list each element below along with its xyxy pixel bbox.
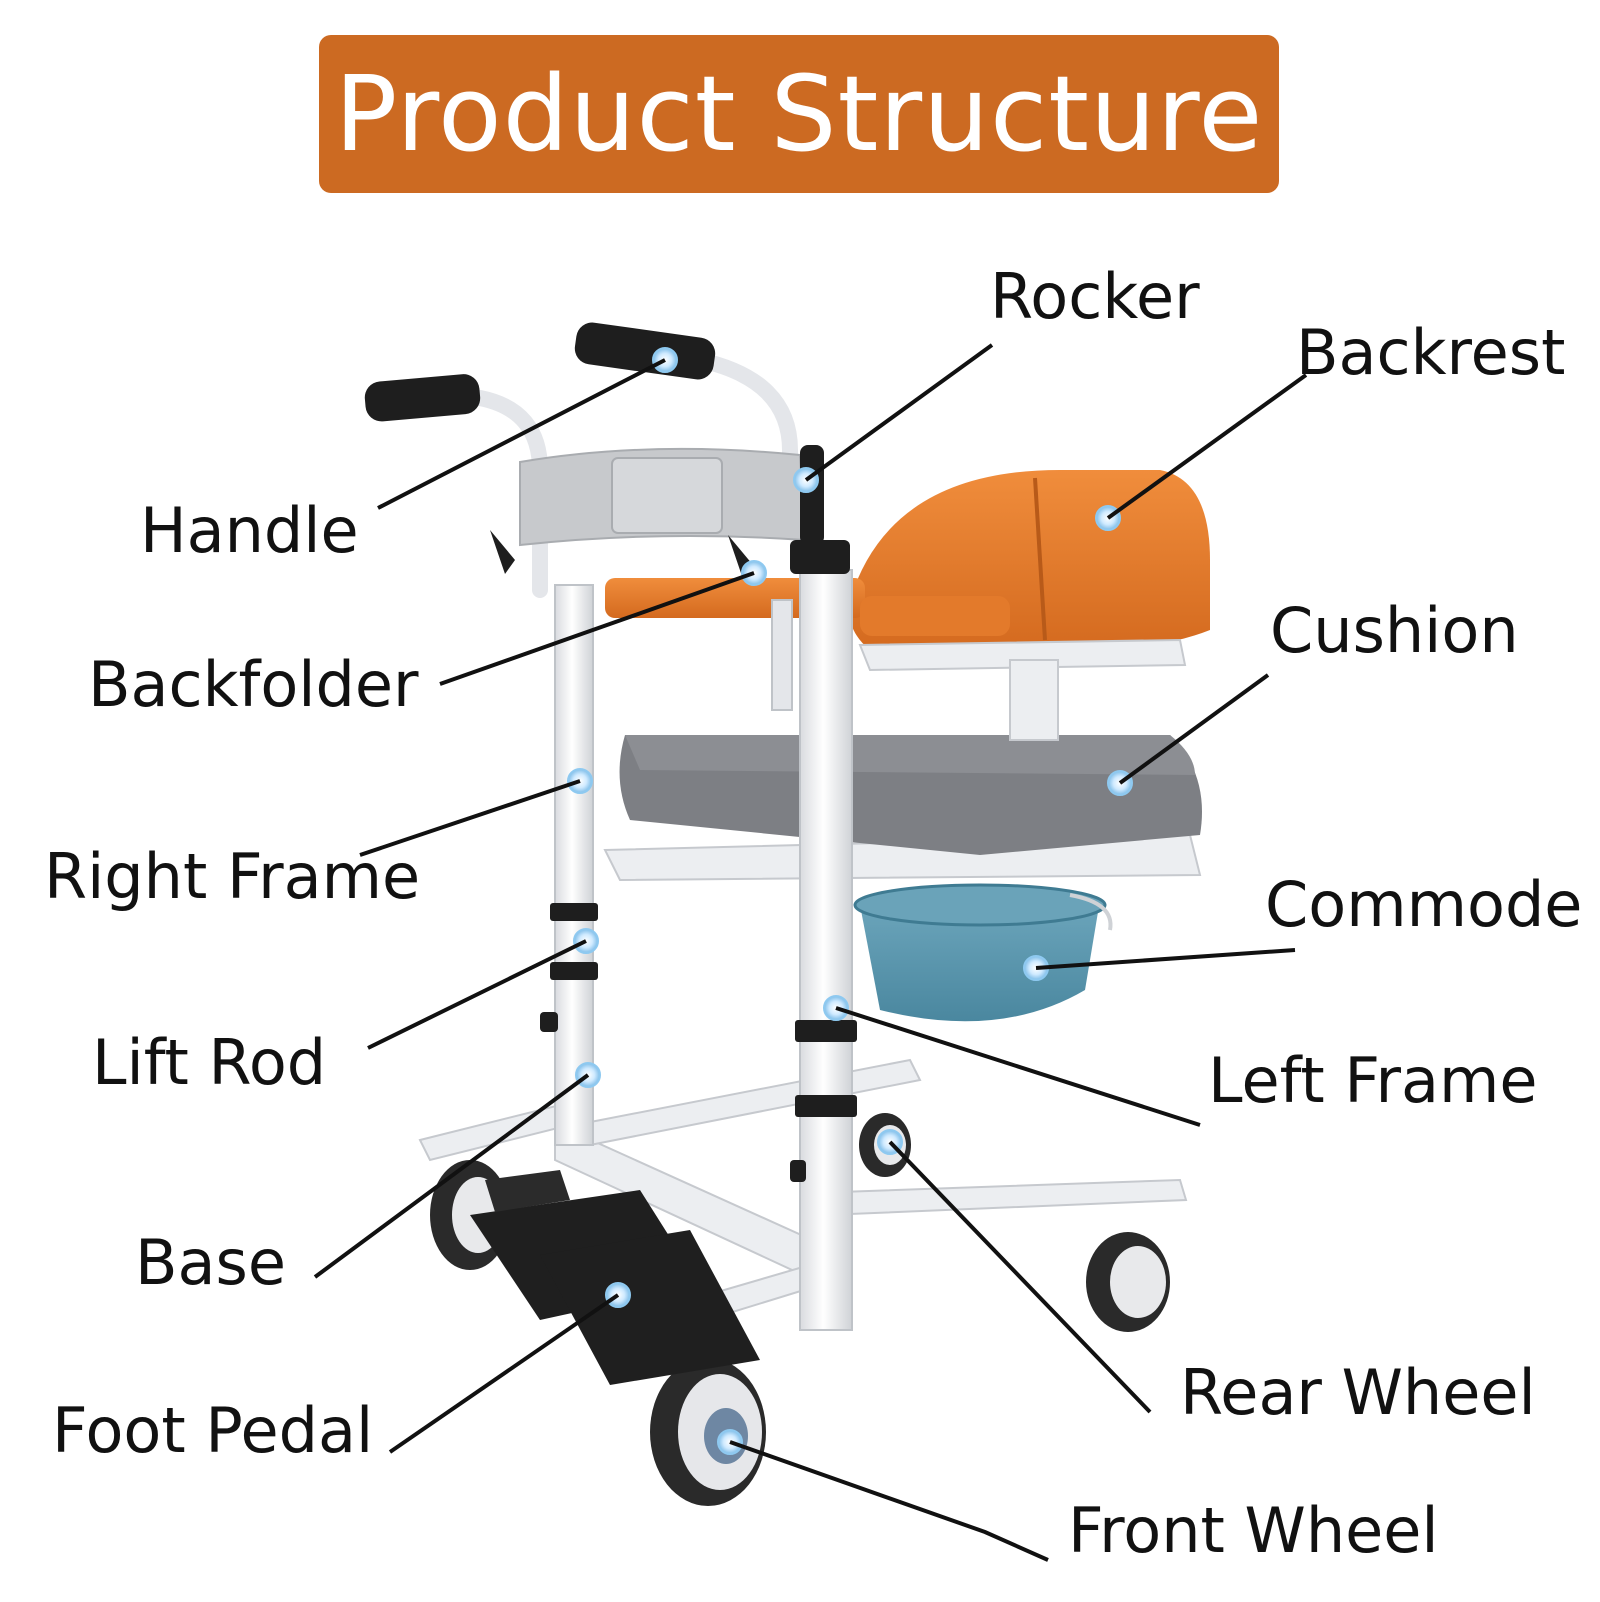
- label-rocker: Rocker: [990, 260, 1200, 333]
- label-rear-wheel: Rear Wheel: [1180, 1356, 1536, 1429]
- label-lift-rod: Lift Rod: [92, 1026, 327, 1099]
- label-left-frame: Left Frame: [1208, 1044, 1538, 1117]
- title-banner: Product Structure: [319, 35, 1279, 193]
- part-markers: [567, 347, 1133, 1455]
- leader-line-backfolder: [439, 571, 755, 686]
- label-backrest: Backrest: [1296, 316, 1566, 389]
- leader-line-backrest: [1106, 373, 1308, 520]
- leader-line-base: [313, 1073, 590, 1279]
- right-frame: [540, 584, 598, 1146]
- leader-lines: [313, 343, 1308, 1562]
- cushion: [603, 735, 1202, 882]
- foot-pedal: [470, 1170, 760, 1385]
- leader-line-right-frame: [359, 779, 581, 857]
- rear-wheels: [859, 1113, 1170, 1332]
- label-handle: Handle: [140, 494, 359, 567]
- label-foot-pedal: Foot Pedal: [52, 1394, 374, 1467]
- leader-line-rear-wheel: [888, 1140, 1152, 1414]
- commode: [853, 883, 1113, 1022]
- leader-line-commode: [1035, 948, 1296, 970]
- page-title: Product Structure: [334, 53, 1264, 175]
- label-right-frame: Right Frame: [44, 840, 421, 913]
- leader-line-foot-pedal: [388, 1293, 620, 1454]
- left-frame: [790, 445, 857, 1331]
- label-cushion: Cushion: [1270, 594, 1519, 667]
- label-commode: Commode: [1265, 868, 1583, 941]
- leader-line-lift-rod: [367, 939, 587, 1050]
- label-backfolder: Backfolder: [88, 648, 419, 721]
- handle-frame: [364, 322, 807, 711]
- label-base: Base: [135, 1226, 286, 1299]
- leader-line-left-frame: [835, 1006, 1201, 1127]
- leader-line-handle: [377, 358, 666, 510]
- leader-line-cushion: [1118, 673, 1270, 785]
- label-front-wheel: Front Wheel: [1068, 1494, 1439, 1567]
- leader-line-rocker: [804, 343, 994, 482]
- leader-line-front-wheel: [729, 1440, 1049, 1562]
